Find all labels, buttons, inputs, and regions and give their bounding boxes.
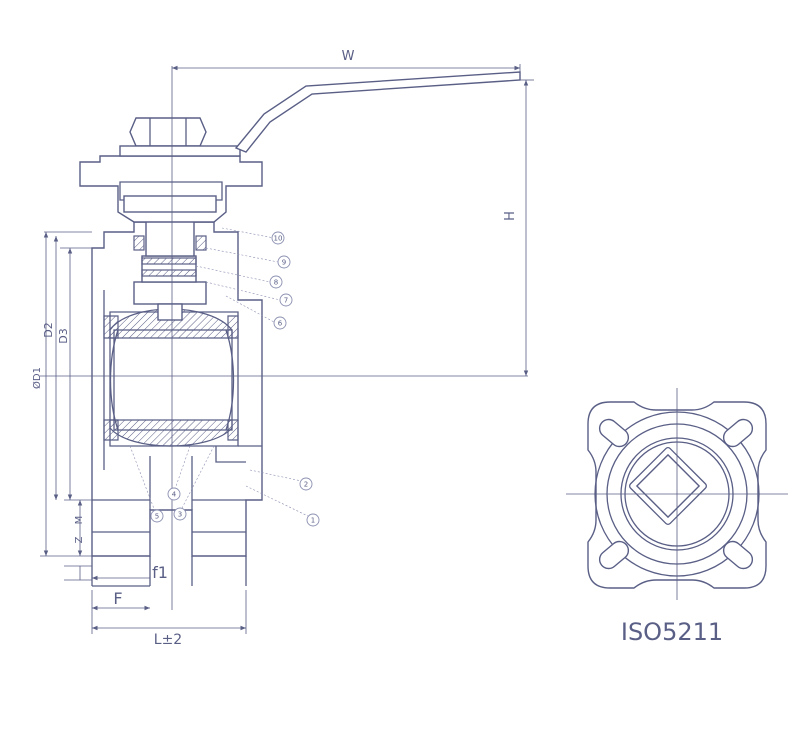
dim-w-label: W xyxy=(342,49,355,64)
callout-1: 1 xyxy=(306,513,320,527)
dimension-lines xyxy=(40,64,534,634)
callout-4: 4 xyxy=(167,487,181,501)
handle-lever xyxy=(234,71,521,153)
center-lines xyxy=(40,66,528,610)
svg-text:1: 1 xyxy=(311,517,315,525)
dim-l-label: L±2 xyxy=(154,632,182,648)
callout-8: 8 xyxy=(269,275,283,289)
svg-text:3: 3 xyxy=(178,511,182,519)
callout-2: 2 xyxy=(299,477,313,491)
callout-7: 7 xyxy=(279,293,293,307)
svg-text:7: 7 xyxy=(284,297,288,305)
iso5211-label: ISO5211 xyxy=(621,618,723,646)
dim-f-label: F xyxy=(113,589,122,608)
valve-body xyxy=(91,221,263,587)
callout-5: 5 xyxy=(150,509,164,523)
dim-m-label: M xyxy=(74,516,85,525)
dim-d3-label: D3 xyxy=(57,328,70,343)
dim-d2-label: D2 xyxy=(42,322,55,337)
callout-10: 10 xyxy=(271,231,285,245)
stem xyxy=(133,217,207,321)
callout-bubbles: 10 9 8 7 6 2 1 4 3 5 xyxy=(150,231,320,527)
callout-9: 9 xyxy=(277,255,291,269)
svg-text:10: 10 xyxy=(274,235,283,243)
dim-z-label: Z xyxy=(74,536,85,543)
svg-text:6: 6 xyxy=(278,320,283,328)
dim-d1-label: ØD1 xyxy=(31,367,43,389)
stem-nut xyxy=(119,117,241,157)
callout-6: 6 xyxy=(273,316,287,330)
dim-h-label: H xyxy=(503,211,518,221)
iso5211-flange-view xyxy=(566,388,788,600)
svg-text:2: 2 xyxy=(304,481,308,489)
svg-text:5: 5 xyxy=(155,513,159,521)
svg-text:4: 4 xyxy=(172,491,177,499)
dimension-labels: W H D2 D3 ØD1 Z M f1 F L±2 xyxy=(31,49,518,648)
ball xyxy=(103,308,239,447)
bonnet xyxy=(79,155,263,223)
svg-text:8: 8 xyxy=(274,279,278,287)
svg-text:9: 9 xyxy=(282,259,286,267)
dim-f1-label: f1 xyxy=(152,563,168,582)
callout-leaders xyxy=(129,227,313,519)
callout-3: 3 xyxy=(173,507,187,521)
